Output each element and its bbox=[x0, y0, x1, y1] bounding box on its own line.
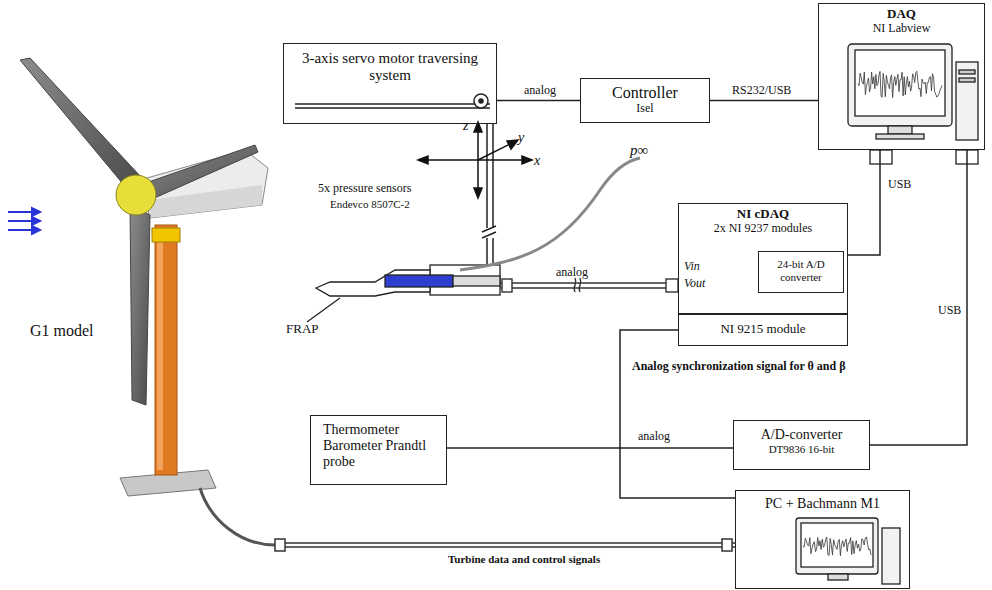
axis-label: y bbox=[518, 130, 524, 145]
axis-label: z bbox=[463, 118, 468, 133]
signal-name: Vout bbox=[684, 277, 705, 290]
edge-label: USB bbox=[936, 304, 963, 317]
signal-trace bbox=[858, 71, 942, 97]
node-title: NI 9215 module bbox=[720, 322, 805, 337]
signal-cable bbox=[870, 150, 967, 445]
node-title: NI cDAQ bbox=[737, 207, 789, 222]
signal-cable bbox=[710, 100, 818, 102]
cable-label: analog bbox=[556, 266, 588, 279]
turbine-cable bbox=[275, 539, 735, 551]
node-title: DAQ bbox=[887, 7, 916, 22]
signal-cable bbox=[497, 100, 580, 102]
node-title: 3-axis servo motor traversing system bbox=[292, 50, 488, 85]
node-subtitle: Isel bbox=[636, 102, 653, 116]
pc-computer bbox=[796, 518, 900, 584]
axis-label: x bbox=[534, 153, 540, 168]
pc-box: PC + Bachmann M1 bbox=[735, 490, 910, 589]
daq-computer bbox=[848, 44, 978, 164]
edge-label: analog bbox=[636, 430, 672, 443]
cable-label: Turbine data and control signals bbox=[448, 553, 600, 565]
node-title: 24-bit A/D converter bbox=[763, 258, 839, 283]
wind-turbine bbox=[20, 58, 275, 545]
adc-box: 24-bit A/D converter bbox=[758, 251, 844, 293]
edge-label: analog bbox=[522, 84, 558, 97]
node-title: PC + Bachmann M1 bbox=[765, 496, 880, 512]
sensor-model-label: Endevco 8507C-2 bbox=[330, 198, 410, 210]
node-title: A/D-converter bbox=[761, 427, 843, 443]
edge-label: RS232/USB bbox=[730, 84, 793, 97]
adc-converter-box: A/D-converterDT9836 16-bit bbox=[733, 420, 870, 470]
controller-box: ControllerIsel bbox=[580, 78, 710, 123]
traversing-system-box: 3-axis servo motor traversing system bbox=[283, 43, 497, 124]
signal-name: Vin bbox=[684, 260, 700, 273]
axes bbox=[418, 122, 532, 198]
sensor-box: Thermometer Barometer Prandtl probe bbox=[310, 415, 447, 485]
pressure-label: p∞ bbox=[630, 142, 648, 159]
wind-arrows bbox=[8, 208, 40, 234]
module-box: NI 9215 module bbox=[678, 314, 848, 346]
probe-label: FRAP bbox=[286, 322, 319, 336]
node-subtitle: DT9836 16-bit bbox=[769, 443, 835, 456]
node-title: Thermometer Barometer Prandtl probe bbox=[323, 422, 427, 470]
edge-label: Analog synchronization signal for θ and … bbox=[630, 360, 848, 373]
signal-cable bbox=[848, 150, 880, 255]
node-title: Controller bbox=[612, 84, 678, 102]
signal-trace bbox=[803, 537, 871, 556]
traverse-rail bbox=[295, 94, 496, 265]
edge-label: USB bbox=[886, 178, 913, 191]
model-label: G1 model bbox=[30, 322, 94, 340]
daq-box: DAQNI Labview bbox=[818, 3, 985, 150]
node-subtitle: NI Labview bbox=[873, 22, 931, 36]
frap-probe bbox=[307, 158, 640, 322]
cdaq-box: NI cDAQ2x NI 9237 modules 24-bit A/D conv… bbox=[678, 203, 848, 314]
probe-cable bbox=[500, 278, 678, 292]
signal-cable bbox=[620, 330, 735, 498]
node-subtitle: 2x NI 9237 modules bbox=[714, 222, 812, 236]
signal-cable bbox=[447, 447, 733, 449]
sensor-label: 5x pressure sensors bbox=[318, 182, 411, 195]
